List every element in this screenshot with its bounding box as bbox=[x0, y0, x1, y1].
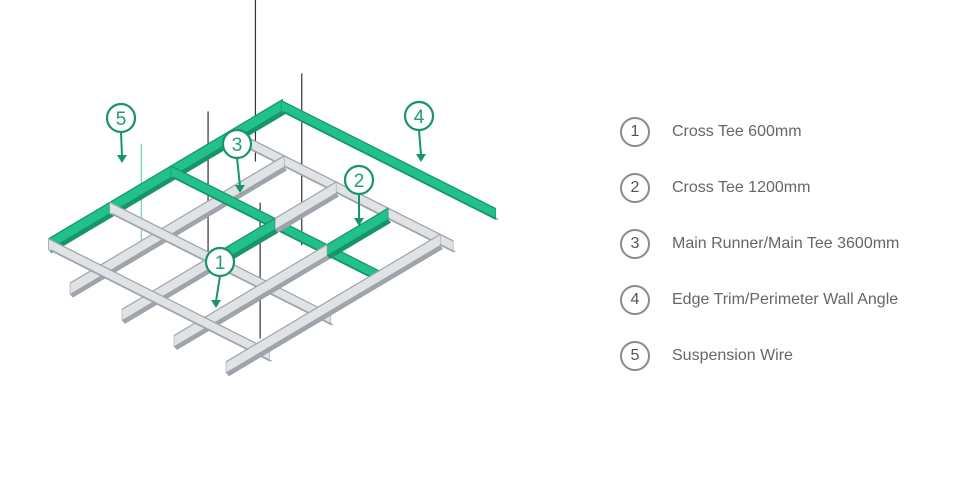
legend-number: 4 bbox=[620, 285, 650, 315]
cross-tee-row-4 bbox=[225, 233, 444, 377]
callout-3: 3 bbox=[221, 128, 253, 193]
legend: 1 Cross Tee 600mm 2 Cross Tee 1200mm 3 M… bbox=[620, 115, 960, 395]
cross-tee-row-3 bbox=[173, 244, 330, 351]
legend-label: Cross Tee 600mm bbox=[672, 123, 802, 140]
legend-item-suspension-wire: 5 Suspension Wire bbox=[620, 339, 960, 373]
svg-text:5: 5 bbox=[116, 109, 127, 130]
edge-trim-right bbox=[280, 99, 500, 221]
legend-number: 2 bbox=[620, 173, 650, 203]
callouts: 1 2 3 4 5 bbox=[105, 100, 435, 308]
svg-text:3: 3 bbox=[232, 135, 243, 156]
legend-item-cross-tee-1200: 2 Cross Tee 1200mm bbox=[620, 171, 960, 205]
legend-item-main-runner: 3 Main Runner/Main Tee 3600mm bbox=[620, 227, 960, 261]
svg-text:1: 1 bbox=[215, 253, 226, 274]
legend-number: 5 bbox=[620, 341, 650, 371]
callout-5: 5 bbox=[105, 102, 137, 163]
legend-label: Main Runner/Main Tee 3600mm bbox=[672, 235, 900, 252]
legend-number: 1 bbox=[620, 117, 650, 147]
svg-text:4: 4 bbox=[414, 107, 425, 128]
callout-2: 2 bbox=[343, 164, 375, 226]
legend-item-cross-tee-600: 1 Cross Tee 600mm bbox=[620, 115, 960, 149]
callout-4: 4 bbox=[403, 100, 435, 162]
legend-number: 3 bbox=[620, 229, 650, 259]
legend-label: Cross Tee 1200mm bbox=[672, 179, 811, 196]
legend-label: Suspension Wire bbox=[672, 347, 793, 364]
legend-item-edge-trim: 4 Edge Trim/Perimeter Wall Angle bbox=[620, 283, 960, 317]
grid-members bbox=[48, 99, 500, 377]
legend-label: Edge Trim/Perimeter Wall Angle bbox=[672, 291, 899, 308]
svg-text:2: 2 bbox=[354, 171, 365, 192]
main-runner-front bbox=[48, 238, 273, 362]
ceiling-grid-diagram: 1 2 3 4 5 bbox=[48, 0, 500, 377]
callout-1: 1 bbox=[204, 246, 236, 308]
